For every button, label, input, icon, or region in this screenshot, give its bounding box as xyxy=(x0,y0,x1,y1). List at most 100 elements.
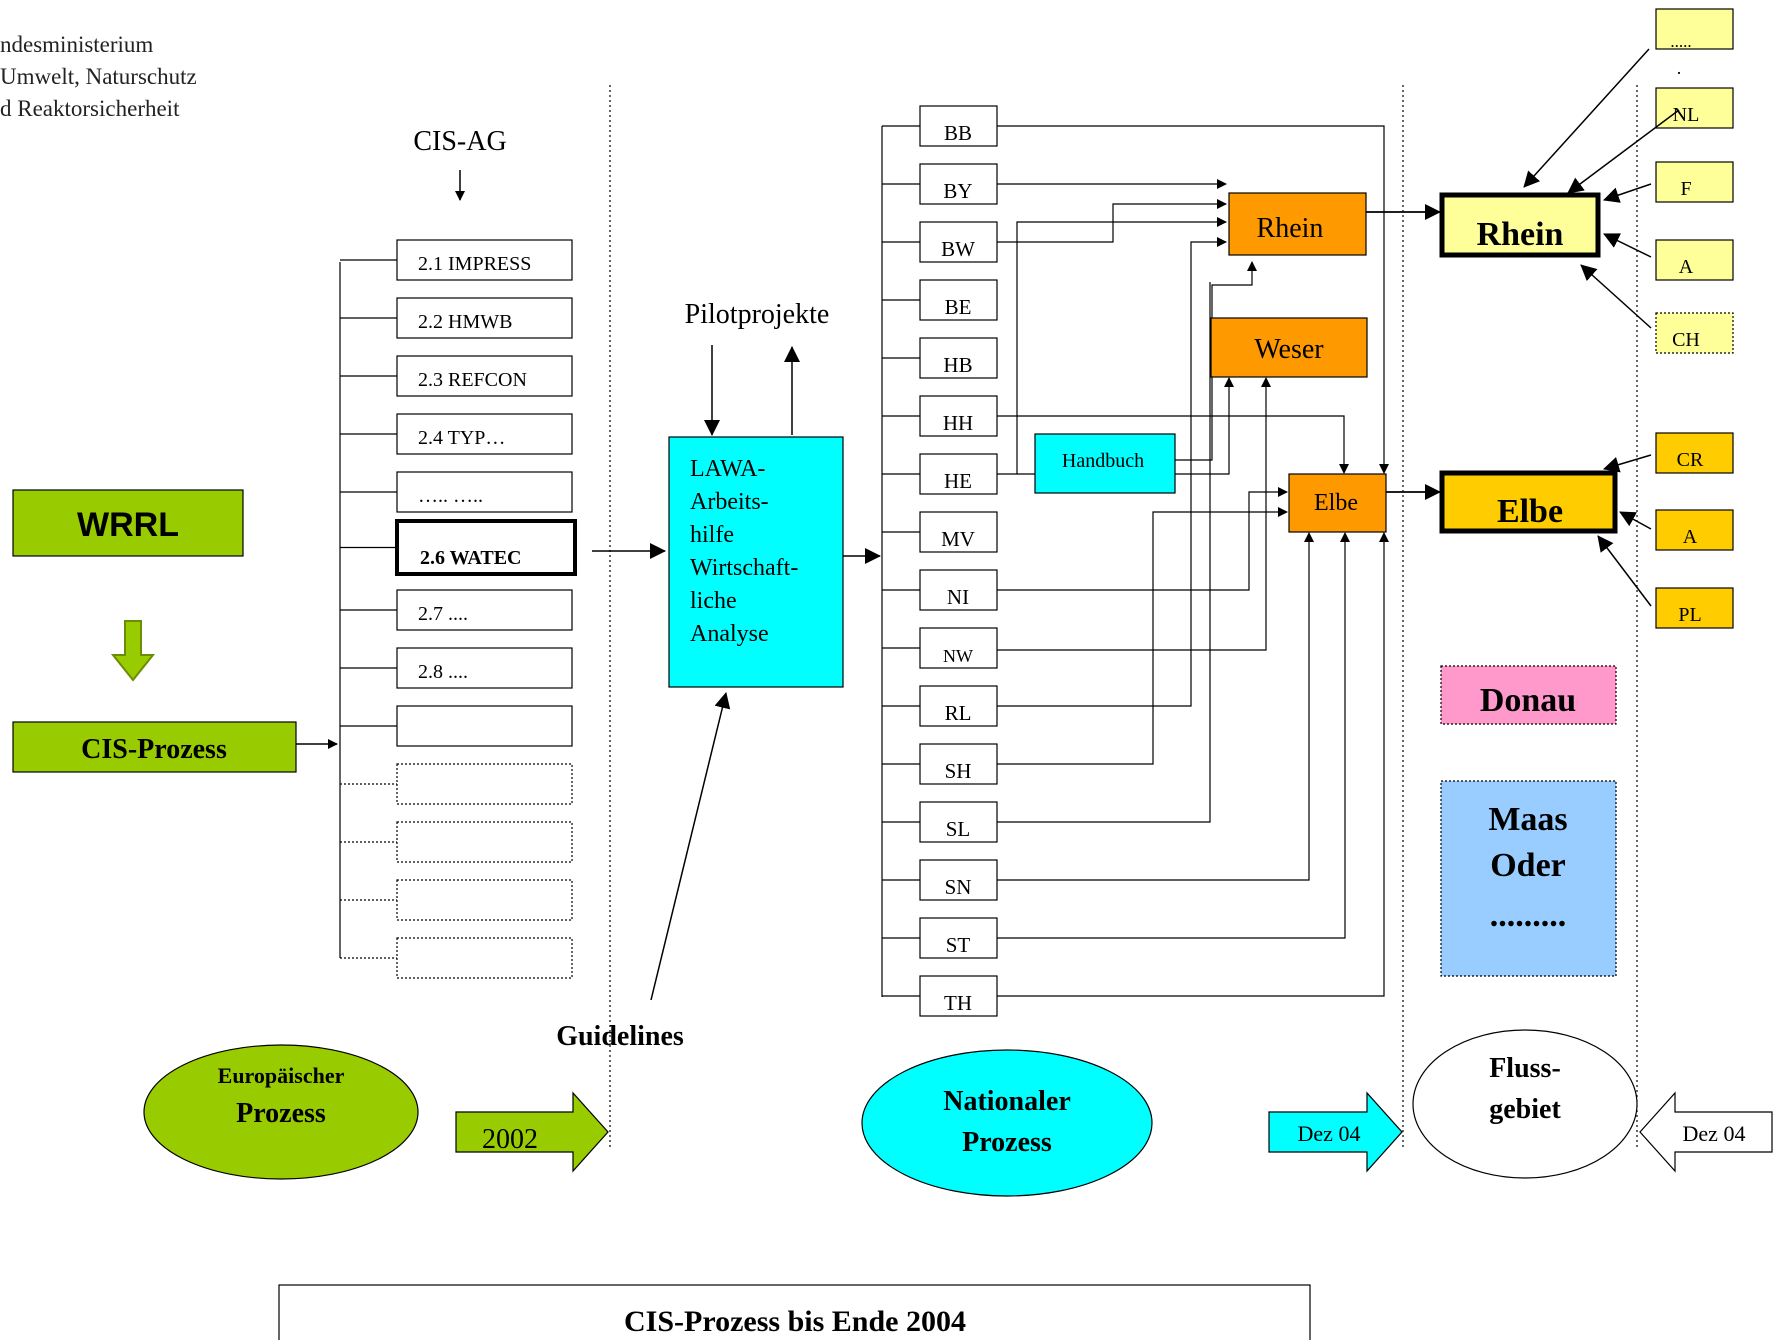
state-label: HE xyxy=(944,469,972,493)
state-box xyxy=(919,105,998,147)
working-group-box xyxy=(396,297,573,339)
national-weser-label: Weser xyxy=(1254,334,1324,365)
state-label: HH xyxy=(943,411,973,435)
country-label: A xyxy=(1679,256,1694,278)
state-label: BY xyxy=(943,179,972,203)
country-label: A xyxy=(1683,526,1698,548)
state-label: RL xyxy=(945,701,972,725)
state-box xyxy=(919,453,998,495)
international-rhein-box xyxy=(1439,192,1601,258)
working-group-box xyxy=(396,471,573,513)
working-group-box xyxy=(396,937,573,979)
national-elbe-box xyxy=(1288,473,1387,533)
state-label: BE xyxy=(945,295,972,319)
state-box xyxy=(919,685,998,727)
working-group-label: 2.1 IMPRESS xyxy=(418,253,531,275)
international-elbe-box xyxy=(1439,470,1618,534)
country-arrows xyxy=(1523,48,1680,607)
country-label: PL xyxy=(1678,604,1701,626)
ministry-line-3: d Reaktorsicherheit xyxy=(0,96,180,121)
country-box xyxy=(1655,87,1734,129)
state-label: SN xyxy=(945,875,972,899)
dot-label: . xyxy=(1677,58,1682,78)
top-dots-label: ..... xyxy=(1670,32,1691,51)
europaeischer-line-2: Prozess xyxy=(236,1098,326,1129)
flussgebiet-line-2: gebiet xyxy=(1489,1094,1561,1125)
country-box xyxy=(1655,312,1734,354)
lawa-line-6: Analyse xyxy=(690,621,769,647)
dez04-arrow-left-icon xyxy=(1639,1091,1773,1173)
working-group-label: ….. ….. xyxy=(418,485,483,507)
ministry-line-2: Umwelt, Naturschutz xyxy=(0,64,197,89)
country-box xyxy=(1655,161,1734,203)
working-group-box xyxy=(396,355,573,397)
footer-box xyxy=(278,1284,1311,1340)
lawa-box xyxy=(668,436,844,688)
national-rhein-label: Rhein xyxy=(1257,213,1324,244)
ministry-line-1: ndesministerium xyxy=(0,32,153,57)
flussgebiet-line-1: Fluss- xyxy=(1489,1053,1561,1084)
working-group-box xyxy=(396,879,573,921)
working-group-box xyxy=(396,589,573,631)
cis-prozess-box xyxy=(12,721,297,773)
working-group-label: 2.8 .... xyxy=(418,661,468,683)
working-group-box xyxy=(396,705,573,747)
country-box-more xyxy=(1655,8,1734,50)
arrow-guidelines xyxy=(650,692,731,1001)
nationaler-line-1: Nationaler xyxy=(943,1086,1071,1117)
national-rhein-box xyxy=(1228,192,1367,256)
state-box xyxy=(919,859,998,901)
europaeischer-line-1: Europäischer xyxy=(218,1063,345,1088)
state-box xyxy=(919,627,998,669)
cis-ag-label: CIS-AG xyxy=(413,126,506,157)
state-box xyxy=(919,975,998,1017)
oder-label: Oder xyxy=(1490,847,1566,884)
guidelines-label: Guidelines xyxy=(556,1021,684,1052)
country-label: NL xyxy=(1673,104,1700,126)
state-label: ST xyxy=(946,933,971,957)
wrrl-label: WRRL xyxy=(77,506,179,544)
working-group-label: 2.7 .... xyxy=(418,603,468,625)
donau-label: Donau xyxy=(1480,682,1576,719)
maas-label: Maas xyxy=(1488,801,1567,838)
wrrl-box xyxy=(12,489,244,557)
working-group-box xyxy=(396,239,573,281)
lawa-line-5: liche xyxy=(690,588,737,614)
handbuch-box xyxy=(1034,433,1176,494)
country-box xyxy=(1655,239,1734,281)
europaeischer-prozess-ellipse xyxy=(143,1044,419,1180)
more-basins-label: ......... xyxy=(1490,897,1567,934)
footer-title: CIS-Prozess bis Ende 2004 xyxy=(624,1305,966,1338)
state-label: BW xyxy=(941,237,975,261)
other-basins-box xyxy=(1440,780,1617,977)
international-rhein-label: Rhein xyxy=(1477,216,1564,253)
country-label: F xyxy=(1680,178,1691,200)
ministry-logo: ndesministerium Umwelt, Naturschutz d Re… xyxy=(0,32,197,121)
year-arrow-icon xyxy=(455,1091,609,1173)
country-label: CH xyxy=(1672,329,1700,351)
nationaler-prozess-ellipse xyxy=(861,1049,1153,1197)
cis-prozess-label: CIS-Prozess xyxy=(81,734,227,765)
lawa-text: LAWA- Arbeits- hilfe Wirtschaft- liche A… xyxy=(690,456,798,647)
state-box xyxy=(919,337,998,379)
lawa-line-1: LAWA- xyxy=(690,456,765,482)
national-weser-box xyxy=(1210,317,1368,378)
state-connectors xyxy=(997,125,1389,997)
state-label: BB xyxy=(944,121,972,145)
working-group-box xyxy=(396,413,573,455)
international-elbe-label: Elbe xyxy=(1497,493,1563,530)
state-box xyxy=(919,279,998,321)
state-label: SL xyxy=(946,817,971,841)
down-arrow-green-icon xyxy=(110,620,156,682)
state-label: NW xyxy=(943,646,973,666)
flussgebiet-ellipse xyxy=(1412,1029,1638,1179)
working-group-label: 2.4 TYP… xyxy=(418,427,505,449)
working-group-label: 2.3 REFCON xyxy=(418,369,527,391)
state-label: HB xyxy=(943,353,972,377)
country-box xyxy=(1655,587,1734,629)
state-label: TH xyxy=(944,991,972,1015)
working-group-label: 2.6 WATEC xyxy=(420,547,522,569)
